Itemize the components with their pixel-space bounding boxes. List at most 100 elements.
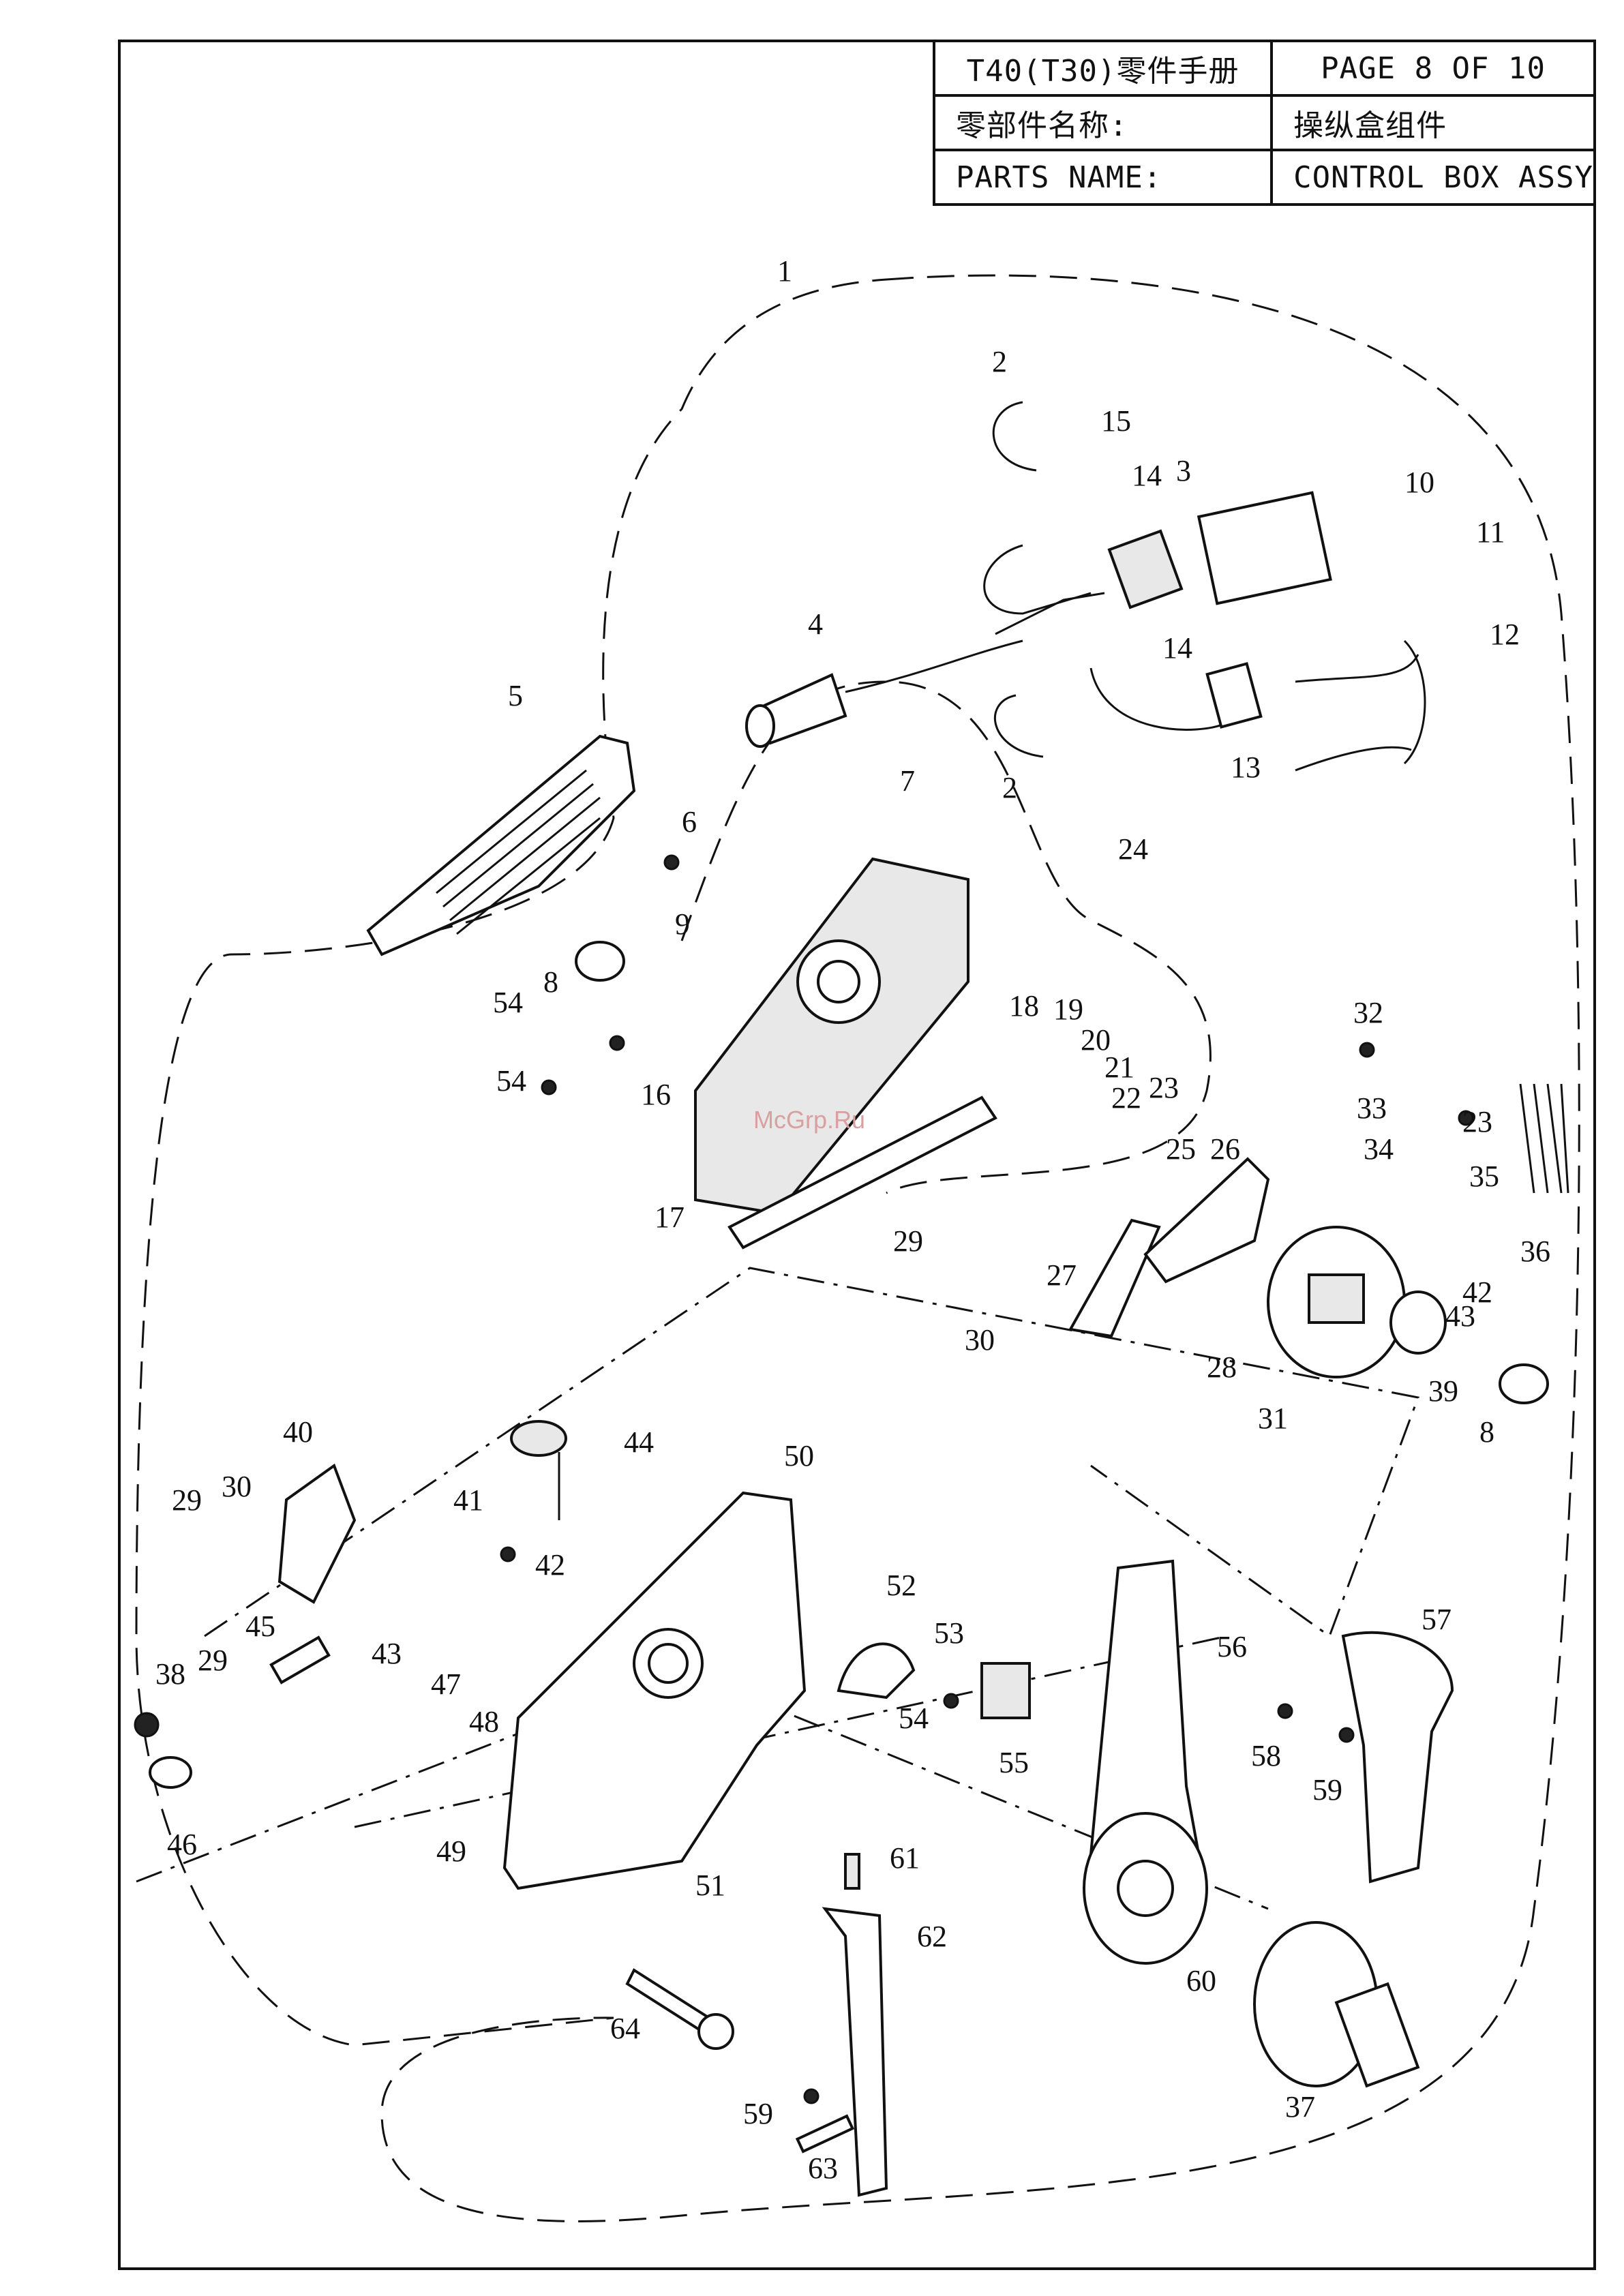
pin-part63 (798, 2116, 853, 2151)
callout-25: 25 (1166, 1132, 1196, 1166)
callout-62: 62 (917, 1920, 947, 1953)
clip-upper-part2 (993, 402, 1036, 470)
buzzer-part44 (511, 1421, 566, 1520)
callout-14: 14 (1162, 631, 1192, 665)
callout-50: 50 (784, 1439, 814, 1472)
callout-37: 37 (1285, 2090, 1315, 2124)
callout-51: 51 (695, 1869, 725, 1902)
callout-1: 1 (777, 254, 792, 288)
callout-44: 44 (624, 1425, 654, 1459)
bushing-part8-left (576, 942, 624, 980)
callout-26: 26 (1210, 1132, 1240, 1166)
callout-61: 61 (890, 1841, 920, 1875)
callout-39: 39 (1428, 1374, 1458, 1408)
callout-7: 7 (900, 764, 915, 798)
spring-stack-part36 (1520, 1084, 1568, 1193)
callout-40: 40 (283, 1415, 313, 1449)
bracket-part16 (695, 859, 968, 1213)
control-handle-part56 (1084, 1561, 1207, 1963)
spring-part61 (845, 1854, 859, 1888)
callout-29: 29 (172, 1483, 202, 1517)
callout-34: 34 (1364, 1132, 1394, 1166)
callout-54: 54 (496, 1064, 526, 1098)
callout-23: 23 (1462, 1105, 1492, 1138)
callout-46: 46 (167, 1828, 197, 1861)
callout-28: 28 (1207, 1350, 1237, 1384)
callout-4: 4 (808, 607, 823, 641)
callout-29: 29 (893, 1224, 923, 1258)
callout-59: 59 (1312, 1773, 1342, 1807)
cam-plate-part26 (1145, 1159, 1268, 1282)
callout-17: 17 (655, 1200, 685, 1234)
callout-2: 2 (1002, 771, 1017, 804)
callout-60: 60 (1186, 1964, 1216, 1997)
bushing-part8-right (1500, 1365, 1548, 1403)
callout-47: 47 (431, 1667, 461, 1701)
callout-42: 42 (535, 1548, 565, 1582)
callout-9: 9 (675, 907, 690, 941)
callout-48: 48 (469, 1705, 499, 1738)
screws (501, 856, 1473, 2103)
callout-27: 27 (1047, 1258, 1077, 1292)
grip-part57 (1343, 1633, 1452, 1882)
neutral-cam-part52 (839, 1644, 914, 1697)
callout-54: 54 (493, 986, 523, 1019)
callout-55: 55 (999, 1746, 1029, 1779)
callout-43: 43 (1445, 1299, 1475, 1333)
callout-35: 35 (1469, 1160, 1499, 1193)
callout-14: 14 (1132, 459, 1162, 492)
callout-32: 32 (1353, 996, 1383, 1029)
callout-30: 30 (965, 1323, 995, 1357)
washer-part39 (1391, 1292, 1445, 1353)
callout-43: 43 (372, 1637, 402, 1670)
callout-22: 22 (1111, 1081, 1141, 1115)
callout-53: 53 (934, 1616, 964, 1650)
callout-12: 12 (1490, 618, 1520, 651)
callout-15: 15 (1101, 404, 1131, 438)
key-switch-part3 (984, 493, 1331, 634)
callout-64: 64 (610, 2012, 640, 2045)
callout-19: 19 (1053, 993, 1083, 1026)
nut-part38 (135, 1713, 158, 1736)
switch-plate-part40 (280, 1466, 355, 1602)
throttle-arm-part27 (1070, 1220, 1159, 1336)
callout-10: 10 (1404, 466, 1434, 499)
cover-plate-part5 (368, 736, 634, 954)
callout-6: 6 (682, 805, 697, 839)
switch-block-part55 (982, 1663, 1029, 1718)
callout-11: 11 (1476, 515, 1505, 549)
callout-3: 3 (1176, 454, 1191, 487)
callout-58: 58 (1251, 1739, 1281, 1772)
pin-part45 (271, 1637, 329, 1682)
callout-45: 45 (245, 1610, 275, 1643)
callout-41: 41 (453, 1483, 483, 1517)
gear-housing-part31 (1268, 1227, 1404, 1377)
callout-18: 18 (1009, 989, 1039, 1023)
callout-30: 30 (222, 1470, 252, 1503)
callout-33: 33 (1357, 1091, 1387, 1125)
callout-63: 63 (808, 2151, 838, 2185)
callout-31: 31 (1258, 1402, 1288, 1435)
washer-part46 (150, 1757, 191, 1787)
callout-52: 52 (886, 1569, 916, 1602)
callout-49: 49 (436, 1834, 466, 1868)
callout-56: 56 (1217, 1630, 1247, 1663)
clip-lower-part2 (995, 695, 1043, 757)
callout-29: 29 (198, 1644, 228, 1677)
callout-57: 57 (1422, 1603, 1452, 1636)
callout-2: 2 (992, 345, 1007, 378)
callout-21: 21 (1104, 1051, 1134, 1084)
callout-8: 8 (1479, 1415, 1494, 1449)
callout-38: 38 (155, 1657, 185, 1691)
callout-36: 36 (1520, 1235, 1550, 1268)
callout-5: 5 (508, 679, 523, 712)
callout-16: 16 (641, 1078, 671, 1111)
callout-13: 13 (1231, 751, 1261, 784)
callout-54: 54 (899, 1702, 929, 1735)
callout-59: 59 (743, 2097, 773, 2130)
callout-23: 23 (1149, 1071, 1179, 1104)
bolt-part64 (627, 1970, 733, 2049)
callout-8: 8 (543, 965, 558, 999)
